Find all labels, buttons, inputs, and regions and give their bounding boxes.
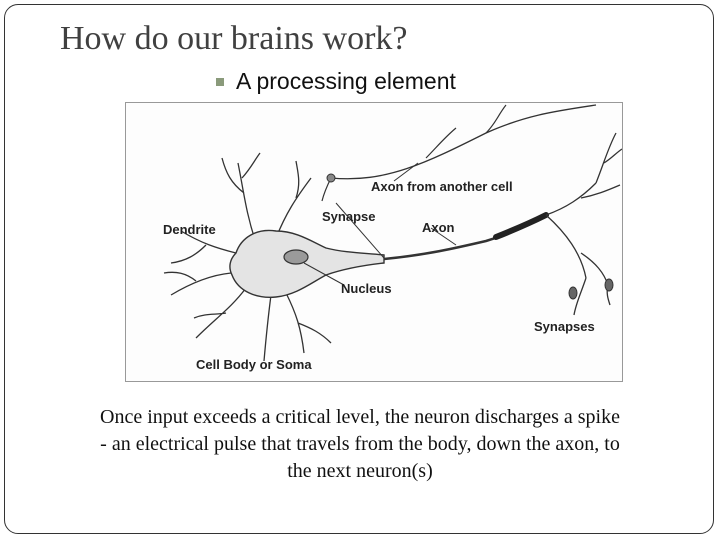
label-pointers xyxy=(303,162,457,286)
bullet-text: A processing element xyxy=(236,68,456,94)
axon-other-branch-1 xyxy=(485,104,507,134)
label-axon: Axon xyxy=(422,220,455,235)
bullet-square-icon xyxy=(216,77,224,86)
axon-other-branch-2 xyxy=(425,127,457,159)
synapse-terminal-1 xyxy=(568,286,578,300)
neuron-svg: Axon from another cell Synapse Axon Dend… xyxy=(163,104,622,372)
neuron-diagram: Axon from another cell Synapse Axon Dend… xyxy=(125,102,623,382)
label-cell-body-soma: Cell Body or Soma xyxy=(196,357,312,372)
label-axon-from-another-cell: Axon from another cell xyxy=(371,179,513,194)
nucleus-shape xyxy=(283,249,309,265)
label-nucleus: Nucleus xyxy=(341,281,392,296)
slide-title: How do our brains work? xyxy=(60,20,408,57)
bullet-item: A processing element xyxy=(216,68,456,95)
synapse-terminal-2 xyxy=(604,278,614,292)
dendrites xyxy=(163,152,332,362)
cell-body-soma xyxy=(229,229,385,298)
caption-text: Once input exceeds a critical level, the… xyxy=(40,404,680,485)
axon-myelin xyxy=(493,212,549,240)
label-synapses: Synapses xyxy=(534,319,595,334)
axon-from-another-cell-line xyxy=(330,104,597,180)
caption-line-2: - an electrical pulse that travels from … xyxy=(100,433,620,455)
label-synapse: Synapse xyxy=(322,209,375,224)
label-dendrite: Dendrite xyxy=(163,222,216,237)
caption-line-3: the next neuron(s) xyxy=(287,460,433,482)
synapse-terminal xyxy=(326,173,336,183)
caption-line-1: Once input exceeds a critical level, the… xyxy=(100,406,620,428)
